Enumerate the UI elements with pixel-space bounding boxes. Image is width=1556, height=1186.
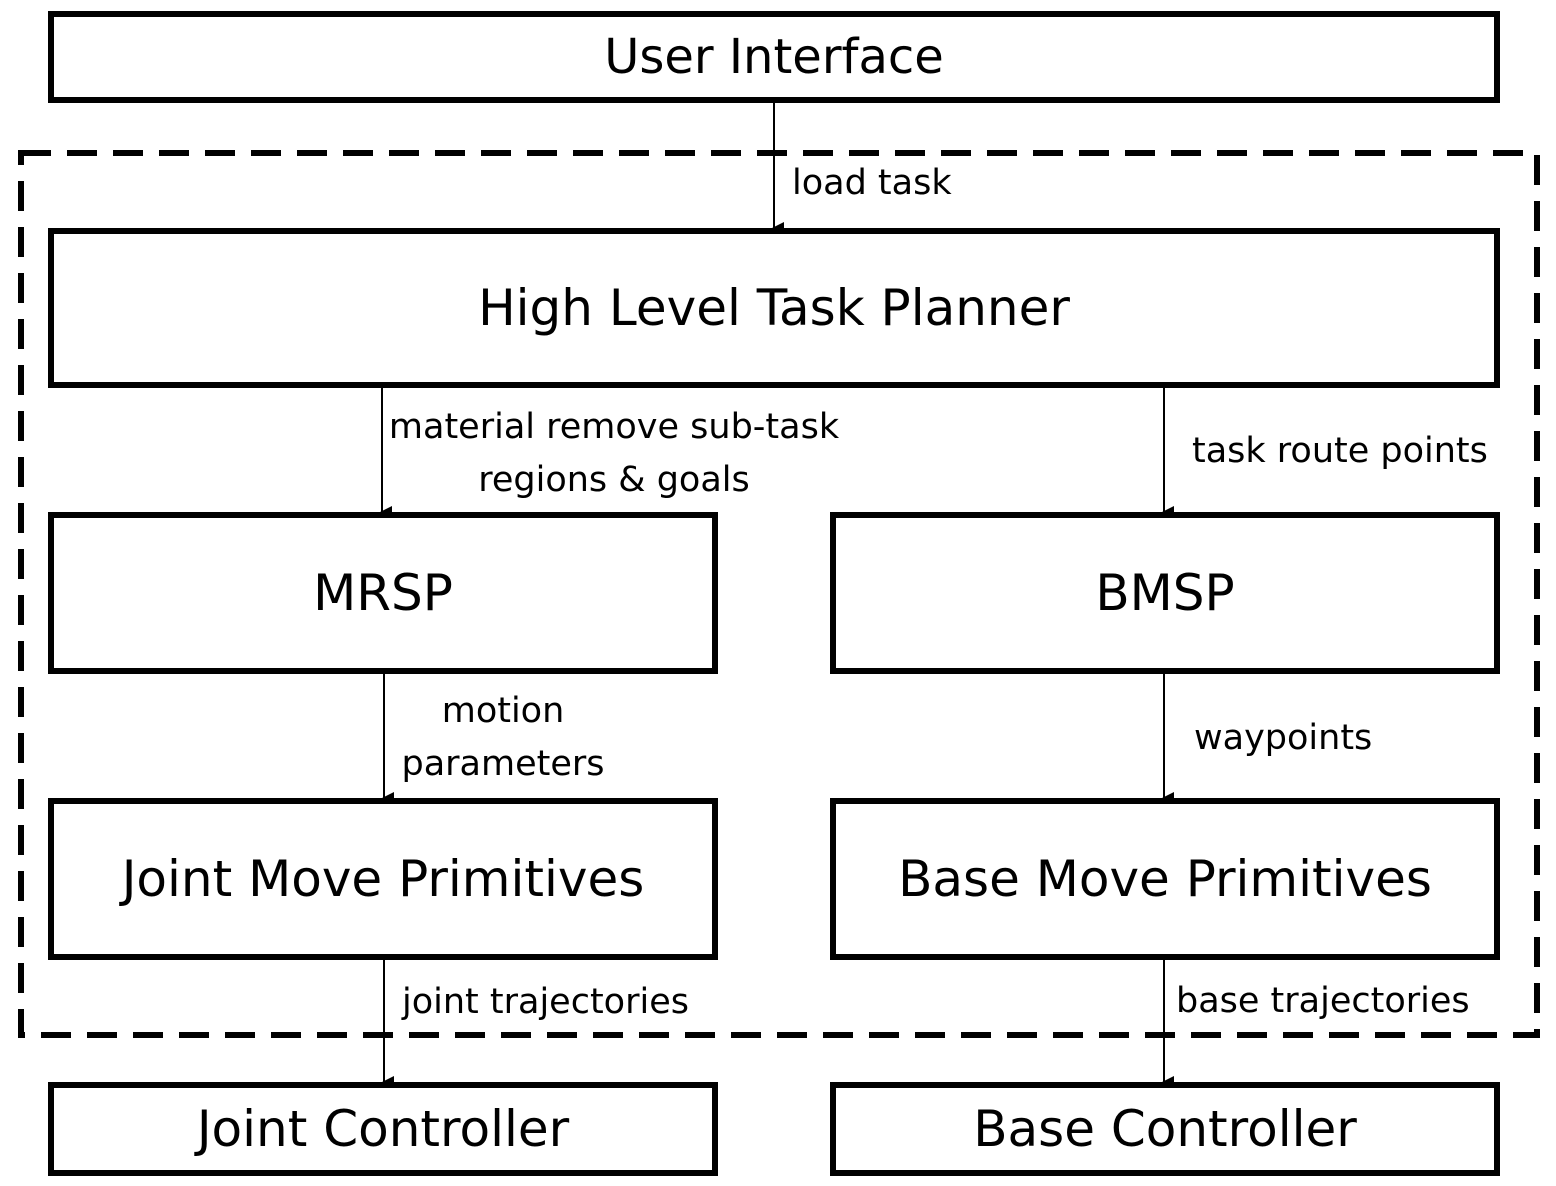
- mrsp-box: MRSP: [48, 512, 718, 674]
- high-level-task-planner-label: High Level Task Planner: [478, 279, 1070, 337]
- edge-label-base-trajectories: base trajectories: [1176, 981, 1470, 1021]
- joint-controller-label: Joint Controller: [196, 1100, 570, 1158]
- edge-label-material-remove-line1: material remove sub-task: [388, 407, 840, 447]
- user-interface-label: User Interface: [604, 29, 944, 85]
- high-level-task-planner-box: High Level Task Planner: [48, 228, 1500, 388]
- mrsp-label: MRSP: [313, 564, 453, 622]
- edge-label-load-task: load task: [792, 163, 952, 203]
- edge-label-joint-trajectories: joint trajectories: [402, 982, 689, 1022]
- edge-label-task-route-points: task route points: [1192, 431, 1488, 471]
- bmsp-label: BMSP: [1095, 564, 1235, 622]
- base-move-primitives-label: Base Move Primitives: [898, 850, 1432, 908]
- user-interface-box: User Interface: [48, 11, 1500, 103]
- edge-label-motion-line1: motion: [441, 691, 565, 731]
- base-move-primitives-box: Base Move Primitives: [830, 798, 1500, 960]
- edge-label-material-remove-line2: regions & goals: [478, 460, 750, 500]
- edge-label-motion-line2: parameters: [401, 744, 605, 784]
- base-controller-box: Base Controller: [830, 1082, 1500, 1176]
- bmsp-box: BMSP: [830, 512, 1500, 674]
- joint-controller-box: Joint Controller: [48, 1082, 718, 1176]
- base-controller-label: Base Controller: [973, 1100, 1357, 1158]
- edge-label-waypoints: waypoints: [1194, 718, 1373, 758]
- system-boundary: [18, 150, 1540, 1038]
- joint-move-primitives-label: Joint Move Primitives: [121, 850, 645, 908]
- joint-move-primitives-box: Joint Move Primitives: [48, 798, 718, 960]
